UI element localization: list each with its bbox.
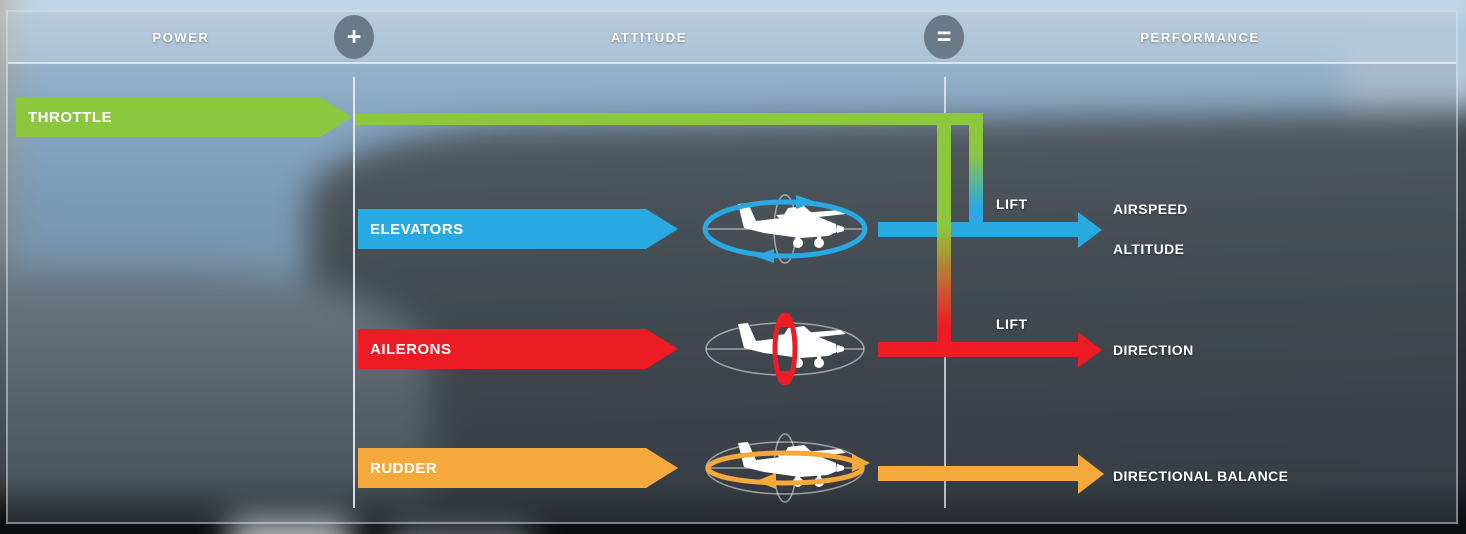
throttle-to-elevators-connector xyxy=(969,113,983,223)
throttle-arrow: THROTTLE xyxy=(16,97,352,137)
equals-glyph: = xyxy=(936,22,952,51)
throttle-to-ailerons-connector xyxy=(937,113,951,342)
altitude-label: ALTITUDE xyxy=(1113,241,1185,257)
equals-icon: = xyxy=(924,15,964,59)
diagram-panel: POWER + ATTITUDE = PERFORMANCE xyxy=(6,10,1458,524)
elevators-arrow: ELEVATORS xyxy=(358,209,678,249)
header-performance-label: PERFORMANCE xyxy=(1140,29,1260,45)
ailerons-label: AILERONS xyxy=(370,340,452,358)
lift-output-arrow-ailerons xyxy=(878,342,1078,357)
direction-label: DIRECTION xyxy=(1113,342,1194,358)
throttle-label: THROTTLE xyxy=(28,108,112,126)
elevators-label: ELEVATORS xyxy=(370,220,464,238)
directional-balance-label: DIRECTIONAL BALANCE xyxy=(1113,468,1289,484)
lift-output-arrow-elevators xyxy=(878,222,1078,237)
plus-glyph: + xyxy=(346,22,362,51)
rudder-arrow: RUDDER xyxy=(358,448,678,488)
ailerons-arrow: AILERONS xyxy=(358,329,678,369)
diagram-header: POWER + ATTITUDE = PERFORMANCE xyxy=(8,12,1456,64)
background-instrument-glow-2 xyxy=(390,528,530,534)
output-arrow-rudder xyxy=(878,466,1078,481)
airspeed-label: AIRSPEED xyxy=(1113,201,1188,217)
throttle-flow-line xyxy=(355,113,983,125)
plane-pitch-rotation-icon xyxy=(702,194,868,264)
lift-label-ailerons: LIFT xyxy=(996,316,1028,332)
plus-icon: + xyxy=(334,15,374,59)
lift-label-elevators: LIFT xyxy=(996,196,1028,212)
plane-roll-rotation-icon xyxy=(705,312,865,386)
background-cockpit-left xyxy=(0,270,430,534)
background-instrument-glow xyxy=(230,518,350,534)
plane-yaw-rotation-icon xyxy=(705,433,870,503)
power-attitude-divider-line xyxy=(353,77,355,508)
rudder-label: RUDDER xyxy=(370,459,438,477)
header-attitude-label: ATTITUDE xyxy=(610,29,688,45)
header-power-label: POWER xyxy=(152,29,210,45)
